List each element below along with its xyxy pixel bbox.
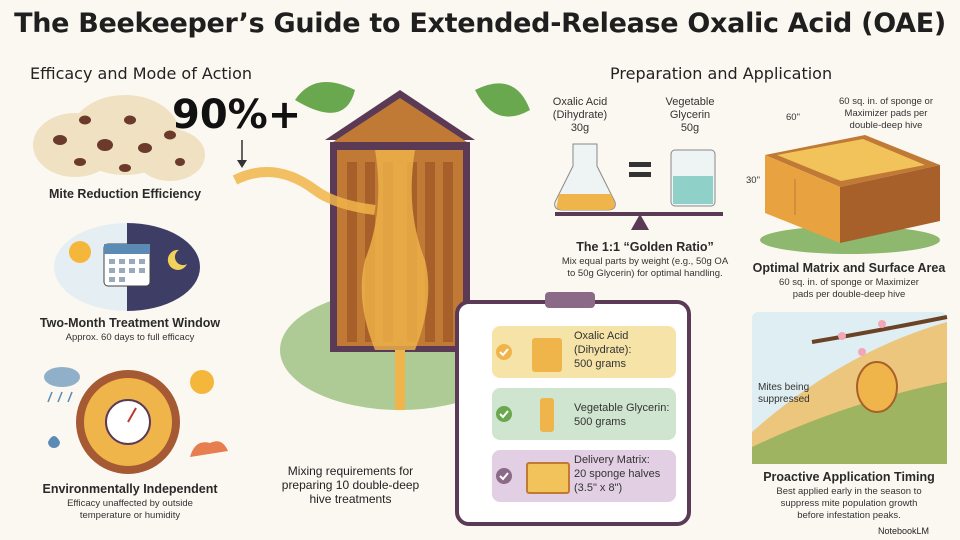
efficacy-stat: 90%+: [172, 92, 302, 138]
dimension-side: 30": [746, 175, 760, 186]
environment-subtitle-2: temperature or humidity: [79, 510, 181, 521]
item-glycerin: [492, 388, 676, 440]
item-delivery-matrix: [492, 450, 676, 502]
vg-line-2: Glycerin: [669, 109, 711, 121]
timing-illustration: [752, 312, 948, 464]
mixing-line-3: hive treatments: [309, 492, 392, 506]
sponge-note-1: 60 sq. in. of sponge or: [838, 96, 933, 107]
item-oxalic-acid: [492, 326, 676, 378]
treatment-window-title: Two-Month Treatment Window: [39, 316, 221, 330]
matrix-title: Optimal Matrix and Surface Area: [752, 261, 946, 275]
oxalic-line-1: Oxalic Acid: [574, 330, 629, 342]
matrix-line-3: (3.5" x 8"): [574, 482, 623, 494]
sponge-note-3: double-deep hive: [849, 120, 923, 131]
clipboard-clip: [545, 292, 595, 308]
vg-line-3: 50g: [680, 122, 700, 134]
powder-bag-icon: [532, 338, 562, 372]
mites-line-1: Mites being: [758, 382, 810, 393]
sponge-icon: [526, 462, 570, 494]
timing-sub-2: suppress mite population growth: [780, 498, 918, 509]
ratio-sub-1: Mix equal parts by weight (e.g., 50g OA: [561, 256, 729, 267]
timing-title: Proactive Application Timing: [763, 470, 935, 484]
glycerin-line-2: 500 grams: [574, 416, 626, 428]
environment-title: Environmentally Independent: [42, 482, 218, 496]
oxalic-line-3: 500 grams: [574, 358, 626, 370]
brand-logo: NotebookLM: [878, 526, 930, 536]
mite-reduction-label: Mite Reduction Efficiency: [48, 187, 202, 201]
timing-sub-1: Best applied early in the season to: [776, 486, 922, 497]
mites-cloud-illustration: [33, 95, 205, 181]
mixing-line-2: preparing 10 double-deep: [281, 478, 420, 492]
ratio-title: The 1:1 “Golden Ratio”: [576, 240, 714, 254]
matrix-sub-1: 60 sq. in. of sponge or Maximizer: [779, 277, 919, 288]
matrix-sub-2: pads per double-deep hive: [792, 289, 906, 300]
page-title: The Beekeeper’s Guide to Extended-Releas…: [14, 8, 946, 39]
scale-illustration: [554, 143, 723, 230]
timing-sub-3: before infestation peaks.: [797, 510, 901, 521]
hive-illustration: [232, 82, 530, 410]
arrow-down-icon: [237, 140, 247, 168]
dimension-top: 60": [786, 112, 800, 123]
vg-line-1: Vegetable: [665, 96, 715, 108]
oa-line-3: 30g: [570, 122, 590, 134]
sponge-note-2: Maximizer pads per: [844, 108, 928, 119]
environment-subtitle-1: Efficacy unaffected by outside: [67, 498, 193, 509]
preparation-heading: Preparation and Application: [610, 64, 833, 83]
oxalic-line-2: (Dihydrate):: [574, 344, 632, 356]
oa-line-1: Oxalic Acid: [552, 96, 608, 108]
matrix-line-2: 20 sponge halves: [574, 468, 661, 480]
environment-illustration: [44, 367, 228, 474]
efficacy-heading: Efficacy and Mode of Action: [30, 64, 253, 83]
mites-line-2: suppressed: [758, 394, 810, 405]
glycerin-line-1: Vegetable Glycerin:: [574, 402, 670, 414]
calendar-illustration: [54, 223, 200, 311]
ratio-sub-2: to 50g Glycerin) for optimal handling.: [567, 268, 723, 279]
hive-box-illustration: [760, 135, 940, 254]
mixing-line-1: Mixing requirements for: [287, 464, 414, 478]
treatment-window-subtitle: Approx. 60 days to full efficacy: [65, 332, 195, 343]
oa-line-2: (Dihydrate): [552, 109, 608, 121]
matrix-line-1: Delivery Matrix:: [574, 454, 650, 466]
bottle-icon: [540, 398, 554, 432]
check-icons: [496, 344, 512, 484]
